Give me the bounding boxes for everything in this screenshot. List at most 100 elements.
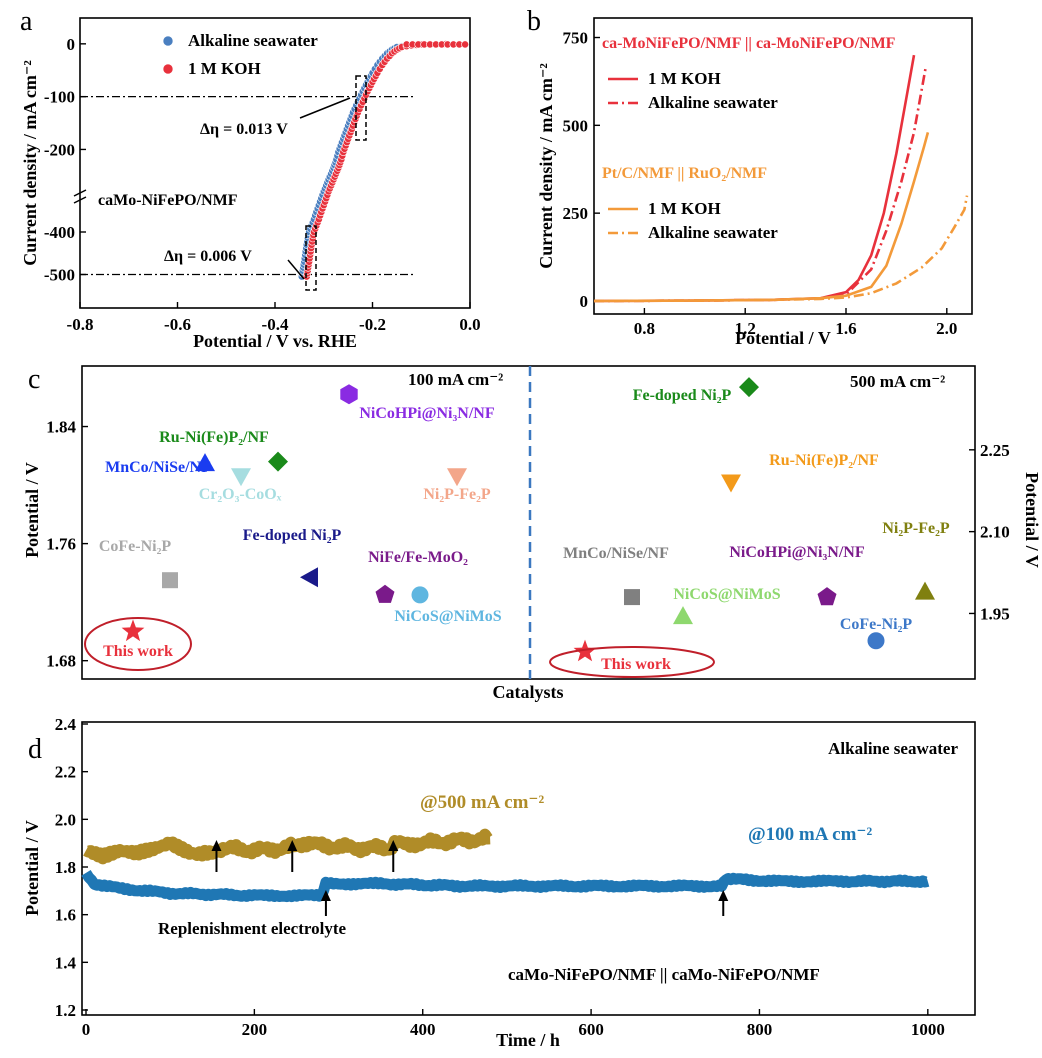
d-ytick-label: 1.8 — [55, 858, 76, 877]
c-marker — [915, 581, 935, 600]
c-marker — [121, 619, 145, 642]
a-legend-label: Alkaline seawater — [188, 31, 318, 50]
a-xtick-label: -0.2 — [359, 315, 386, 334]
panel-d-letter: d — [28, 734, 42, 765]
a-delta-box — [355, 75, 367, 141]
c-point-label: This work — [601, 656, 671, 673]
b-xtick-label: 1.6 — [835, 319, 856, 338]
c-marker — [375, 584, 395, 603]
c-ytick-label-left: 1.84 — [46, 418, 76, 437]
c-point-label: Cr₂O₃-CoOₓ — [199, 486, 282, 503]
b-legend-label: Alkaline seawater — [648, 93, 778, 112]
d-xlabel: Time / h — [496, 1030, 560, 1050]
panel-b-frame — [593, 17, 973, 315]
d-ytick-label: 2.0 — [55, 810, 76, 829]
c-point-label: Ru-Ni(Fe)P₂/NF — [159, 429, 269, 446]
a-axis-break — [73, 196, 87, 204]
c-marker — [447, 468, 467, 487]
c-ylabel-right: Potential / V — [1022, 472, 1042, 568]
c-left-title: 100 mA cm⁻² — [408, 370, 503, 389]
c-marker — [195, 453, 215, 472]
d-ytick-label: 1.6 — [55, 906, 76, 925]
d-series-label: @100 mA cm⁻² — [748, 824, 872, 845]
d-xtick-label: 1000 — [911, 1020, 945, 1039]
c-point-label: NiFe/Fe-MoO₂ — [368, 549, 468, 566]
d-ytick-label: 1.4 — [55, 953, 77, 972]
b-xtick-label: 1.2 — [735, 319, 756, 338]
b-group-title: ca-MoNiFePO/NMF || ca-MoNiFePO/NMF — [602, 35, 896, 52]
b-group-title: Pt/C/NMF || RuO₂/NMF — [602, 165, 767, 182]
c-point-label: Fe-doped Ni₂P — [633, 387, 732, 404]
c-marker — [300, 567, 318, 588]
c-point-label: Ni₂P-Fe₂P — [882, 520, 950, 537]
a-annotation: Δη = 0.013 V — [200, 121, 288, 138]
d-replenish-arrow — [388, 840, 399, 851]
c-marker — [673, 606, 693, 625]
a-ytick-label: -100 — [44, 88, 75, 107]
a-xtick-label: 0.0 — [459, 315, 480, 334]
c-ytick-label-left: 1.76 — [46, 535, 76, 554]
c-point-label: Ni₂P-Fe₂P — [423, 486, 491, 503]
c-marker — [268, 451, 288, 472]
b-ytick-label: 0 — [580, 292, 589, 311]
c-xlabel: Catalysts — [493, 682, 564, 702]
c-marker — [866, 631, 886, 651]
a-ytick-label: -200 — [44, 140, 75, 159]
d-xtick-label: 200 — [242, 1020, 268, 1039]
c-point-label: CoFe-Ni₂P — [99, 538, 172, 555]
d-series-label: @500 mA cm⁻² — [420, 792, 544, 813]
c-marker — [340, 384, 358, 405]
a-xlabel: Potential / V vs. RHE — [193, 331, 357, 351]
c-marker — [162, 572, 178, 589]
a-ytick-label: -500 — [44, 266, 75, 285]
c-ytick-label-right: 2.10 — [980, 523, 1010, 542]
b-ytick-label: 500 — [563, 116, 589, 135]
a-xtick-label: -0.6 — [164, 315, 191, 334]
c-marker — [624, 589, 640, 606]
c-point-label: MnCo/NiSe/NF — [563, 545, 669, 562]
a-legend-marker — [162, 35, 174, 47]
c-point-label: NiCoHPi@Ni₃N/NF — [359, 405, 494, 422]
c-marker — [817, 587, 837, 606]
c-right-title: 500 mA cm⁻² — [850, 372, 945, 391]
b-legend-label: 1 M KOH — [648, 69, 721, 88]
d-ytick-label: 2.2 — [55, 763, 76, 782]
b-legend-label: 1 M KOH — [648, 199, 721, 218]
c-marker — [721, 474, 741, 493]
d-ylabel: Potential / V — [22, 820, 42, 916]
a-ytick-label: -400 — [44, 223, 75, 242]
d-xtick-label: 0 — [82, 1020, 91, 1039]
c-ytick-label-right: 2.25 — [980, 441, 1010, 460]
a-annotation-arrow — [287, 259, 305, 280]
panel-b-letter: b — [527, 6, 541, 37]
b-series-line — [593, 68, 927, 303]
d-annotation: caMo-NiFePO/NMF || caMo-NiFePO/NMF — [508, 965, 820, 984]
a-legend-marker — [162, 63, 174, 75]
c-point-label: Fe-doped Ni₂P — [243, 527, 342, 544]
d-xtick-label: 600 — [578, 1020, 604, 1039]
panel-a-frame — [79, 17, 471, 309]
c-point-label: NiCoS@NiMoS — [673, 586, 780, 603]
a-xtick-label: -0.8 — [67, 315, 94, 334]
b-ylabel: Current density / mA cm⁻² — [536, 63, 556, 269]
b-series-line — [593, 132, 930, 303]
a-annotation: caMo-NiFePO/NMF — [98, 192, 238, 209]
c-point-label: MnCo/NiSe/NF — [105, 459, 211, 476]
d-xtick-label: 800 — [747, 1020, 773, 1039]
b-ytick-label: 750 — [563, 29, 589, 48]
b-series-line — [593, 195, 969, 303]
c-point-label: This work — [103, 643, 173, 660]
d-ytick-label: 2.4 — [55, 715, 77, 734]
d-annotation: Replenishment electrolyte — [158, 919, 347, 938]
c-marker — [410, 585, 430, 605]
d-replenish-arrow — [287, 840, 298, 851]
d-series-line — [81, 869, 931, 903]
c-marker — [739, 377, 759, 398]
d-ytick-label: 1.2 — [55, 1001, 76, 1020]
a-ytick-label: 0 — [67, 35, 76, 54]
b-xlabel: Potential / V — [735, 328, 831, 348]
